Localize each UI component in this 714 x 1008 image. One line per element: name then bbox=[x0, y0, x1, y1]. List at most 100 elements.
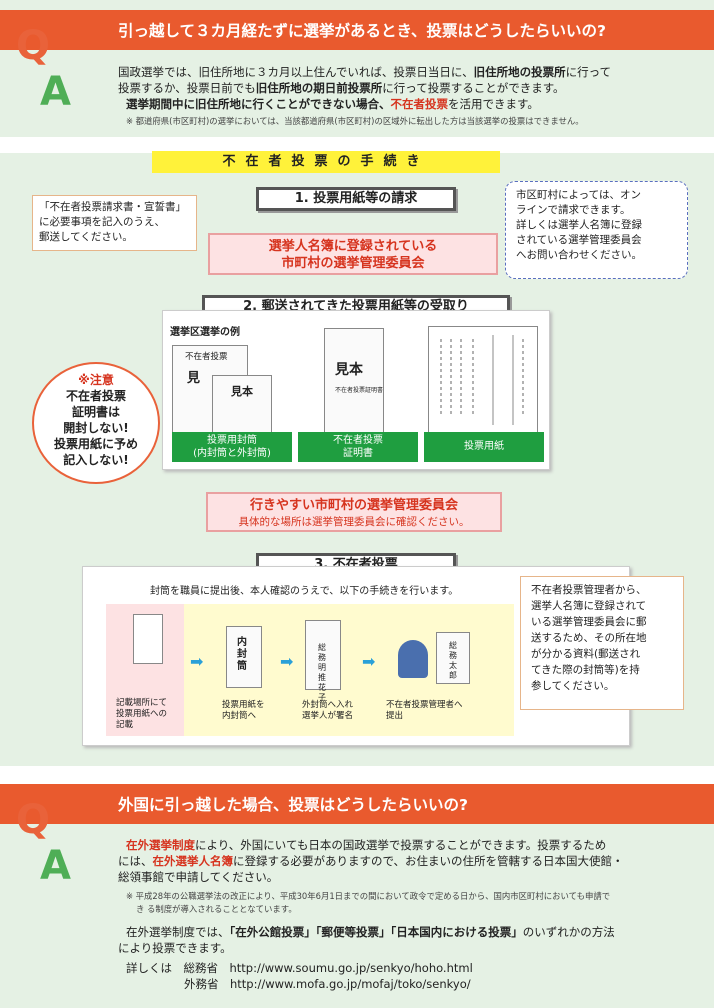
inner-envelope-icon: 内封筒 bbox=[226, 626, 262, 688]
arrow-icon: ➡ bbox=[362, 652, 376, 671]
note-left-line: 「不在者投票請求書・宣誓書」 bbox=[39, 201, 186, 213]
link-mofa-label: 外務省 bbox=[184, 977, 219, 991]
q2-p4e: のいずれかの方法 bbox=[522, 925, 615, 939]
ballot-writing-icon bbox=[133, 614, 163, 664]
arrow-icon: ➡ bbox=[190, 652, 204, 671]
proc-line: 投票用紙への bbox=[116, 709, 168, 719]
q1-l3a: 選挙期間中に旧住所地に行くことができない場合、 bbox=[126, 97, 391, 111]
label-line: 不在者投票 bbox=[333, 435, 383, 446]
q1-line-1: 国政選挙では、旧住所地に３カ月以上住んでいれば、投票日当日に、旧住所地の投票所に… bbox=[118, 64, 611, 80]
q2-line-5: により投票できます。 bbox=[118, 941, 232, 955]
q1-l2c: に行って投票することができます。 bbox=[382, 81, 565, 95]
proc-text-1: 記載場所にて 投票用紙への 記載 bbox=[116, 698, 167, 731]
envelope-text: 見本 bbox=[231, 385, 253, 398]
q2-p4d: 「日本国内における投票」 bbox=[390, 925, 523, 939]
q1-l3c: を活用できます。 bbox=[448, 97, 539, 111]
proc-line: 内封筒へ bbox=[222, 711, 257, 721]
label-line: (内封筒と外封筒) bbox=[193, 448, 271, 459]
arrow-icon: ➡ bbox=[280, 652, 294, 671]
link-mofa[interactable]: http://www.mofa.go.jp/mofaj/toko/senkyo/ bbox=[230, 977, 471, 991]
link-soumu-label: 詳しくは 総務省 bbox=[126, 961, 218, 975]
note-left-line: 郵送してください。 bbox=[39, 231, 133, 243]
envelope-text: 不在者投票 bbox=[185, 352, 228, 362]
pink1-line: 選挙人名簿に登録されている bbox=[268, 239, 438, 254]
step-1: 1. 投票用紙等の請求 bbox=[256, 187, 456, 211]
proc-line: 記載場所にて bbox=[116, 698, 168, 708]
q1-line-2: 投票するか、投票日前でも旧住所地の期日前投票所に行って投票することができます。 bbox=[118, 80, 565, 96]
note3-line: 送するため、その所在地 bbox=[531, 632, 647, 644]
divider bbox=[0, 137, 714, 153]
q2-p4c: 「郵便等投票」 bbox=[315, 925, 391, 939]
env2-text: 総務太郎 bbox=[449, 641, 457, 680]
caution-circle: ※注意 不在者投票 証明書は 開封しない! 投票用紙に予め 記入しない! bbox=[32, 362, 160, 484]
q2-p2b: 在外選挙人名簿 bbox=[152, 854, 234, 868]
proc-line: 提出 bbox=[386, 711, 404, 721]
link-soumu[interactable]: http://www.soumu.go.jp/senkyo/hoho.html bbox=[229, 961, 473, 975]
a-letter: A bbox=[40, 69, 71, 115]
note-right-line: されている選挙管理委員会 bbox=[516, 234, 642, 246]
note3-line: 選挙人名簿に登録されて bbox=[531, 600, 647, 612]
clerk-icon bbox=[398, 640, 428, 678]
ballot-lines-icon bbox=[440, 335, 524, 425]
q1-l2b: 旧住所地の期日前投票所 bbox=[255, 81, 383, 95]
q2-line-3: 総領事館で申請してください。 bbox=[118, 870, 279, 884]
proc-line: 投票用紙を bbox=[222, 700, 265, 710]
step3-desc: 封筒を職員に提出後、本人確認のうえで、以下の手続きを行います。 bbox=[150, 586, 459, 597]
q1-l1c: に行って bbox=[565, 65, 612, 79]
note-right-line: へお問い合わせください。 bbox=[516, 249, 642, 261]
env2-text: 内封筒 bbox=[237, 637, 247, 672]
proc-text-3: 外封筒へ入れ 選挙人が署名 bbox=[302, 700, 353, 722]
caution-line: 不在者投票 bbox=[65, 389, 126, 403]
pink-box-1: 選挙人名簿に登録されている 市町村の選挙管理委員会 bbox=[208, 233, 498, 275]
caution-line: 証明書は bbox=[71, 405, 120, 419]
label-line: 証明書 bbox=[343, 448, 373, 459]
note-right-line: 詳しくは選挙人名簿に登録 bbox=[516, 219, 642, 231]
note-step3: 不在者投票管理者から、 選挙人名簿に登録されて いる選挙管理委員会に郵 送するた… bbox=[520, 576, 684, 710]
q2-p4a: 在外選挙制度では、 bbox=[126, 925, 230, 939]
inner-envelope: 見本 bbox=[212, 375, 272, 435]
q2-line-4: 在外選挙制度では、「在外公館投票」「郵便等投票」「日本国内における投票」のいずれ… bbox=[126, 924, 615, 940]
proc-line: 記載 bbox=[116, 720, 134, 730]
q2-title-bar: 外国に引っ越した場合、投票はどうしたらいいの? bbox=[0, 784, 714, 824]
note-left-line: に必要事項を記入のうえ、 bbox=[39, 216, 165, 228]
q2-p2c: に登録する必要がありますので、お住まいの住所を管轄する日本国大使館・ bbox=[233, 854, 624, 868]
q2-title: 外国に引っ越した場合、投票はどうしたらいいの? bbox=[118, 796, 468, 814]
q-letter: Q bbox=[16, 797, 51, 843]
q1-l1b: 旧住所地の投票所 bbox=[473, 65, 566, 79]
note3-line: 不在者投票管理者から、 bbox=[531, 584, 647, 596]
proc-text-2: 投票用紙を 内封筒へ bbox=[222, 700, 265, 722]
pink1-line: 市町村の選挙管理委員会 bbox=[281, 256, 425, 271]
label-line: 投票用封筒 bbox=[207, 435, 257, 446]
proc-text-4: 不在者投票管理者へ 提出 bbox=[386, 700, 463, 722]
envelope-text: 見本 bbox=[335, 362, 363, 378]
note3-line: てきた際の封筒等)を持 bbox=[531, 664, 640, 676]
example-label: 選挙区選挙の例 bbox=[170, 327, 240, 338]
q1-note: ※ 都道府県(市区町村)の選挙においては、当該都道府県(市区町村)の区域外に転出… bbox=[126, 116, 584, 126]
q1-l2a: 投票するか、投票日前でも bbox=[118, 81, 256, 95]
note3-line: いる選挙管理委員会に郵 bbox=[531, 616, 647, 628]
q2-p2a: には、 bbox=[118, 854, 153, 868]
q1-title: 引っ越して３カ月経たずに選挙があるとき、投票はどうしたらいいの? bbox=[118, 22, 606, 40]
proc-line: 選挙人が署名 bbox=[302, 711, 354, 721]
envelope-text: 見 bbox=[187, 371, 201, 386]
link-soumu-row: 詳しくは 総務省 http://www.soumu.go.jp/senkyo/h… bbox=[126, 960, 473, 976]
ballot-paper bbox=[428, 326, 538, 434]
proc-line: 外封筒へ入れ bbox=[302, 700, 354, 710]
caution-line: 投票用紙に予め bbox=[53, 437, 138, 451]
q2-note-1: ※ 平成28年の公職選挙法の改正により、平成30年6月1日までの間において政令で… bbox=[126, 891, 611, 901]
note3-line: 参してください。 bbox=[531, 680, 615, 692]
q2-p4b: 「在外公館投票」 bbox=[229, 925, 316, 939]
link-mofa-row: 外務省 http://www.mofa.go.jp/mofaj/toko/sen… bbox=[184, 976, 471, 992]
q1-line-3: 選挙期間中に旧住所地に行くことができない場合、不在者投票を活用できます。 bbox=[126, 96, 539, 112]
q-letter: Q bbox=[16, 23, 51, 69]
note3-line: が分かる資料(郵送され bbox=[531, 648, 641, 660]
q2-p1b: により、外国にいても日本の国政選挙で投票することができます。投票するため bbox=[195, 838, 607, 852]
pink2-sub: 具体的な場所は選挙管理委員会に確認ください。 bbox=[238, 516, 470, 528]
q1-l1a: 国政選挙では、旧住所地に３カ月以上住んでいれば、投票日当日に、 bbox=[118, 65, 474, 79]
note-right-line: ラインで請求できます。 bbox=[516, 204, 631, 216]
a-letter: A bbox=[40, 843, 71, 889]
caution-line: 開封しない! bbox=[63, 421, 129, 435]
q2-line-1: 在外選挙制度により、外国にいても日本の国政選挙で投票することができます。投票する… bbox=[126, 837, 606, 853]
note-right-line: 市区町村によっては、オン bbox=[516, 189, 641, 201]
env2-text: 総務 明推花子 bbox=[318, 643, 326, 702]
